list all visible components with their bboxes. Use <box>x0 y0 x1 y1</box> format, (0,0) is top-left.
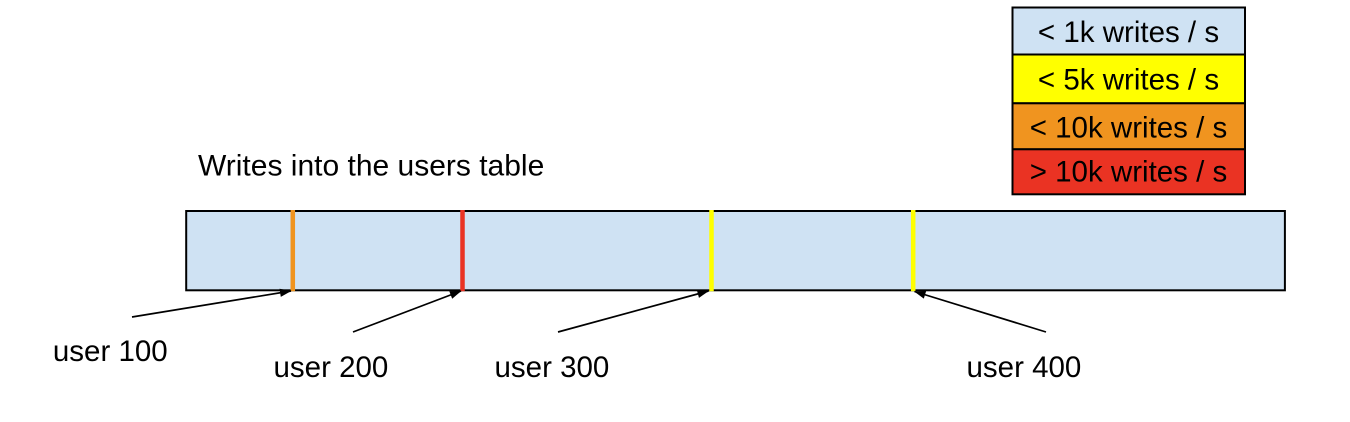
svg-text:< 5k writes / s: < 5k writes / s <box>1038 64 1219 97</box>
svg-text:user 400: user 400 <box>967 351 1082 384</box>
svg-text:< 10k writes / s: < 10k writes / s <box>1030 112 1228 145</box>
svg-text:user 200: user 200 <box>274 351 389 384</box>
svg-text:user 300: user 300 <box>495 351 610 384</box>
svg-text:> 10k writes / s: > 10k writes / s <box>1030 156 1228 189</box>
svg-text:< 1k writes / s: < 1k writes / s <box>1038 16 1219 49</box>
svg-text:Writes into the users table: Writes into the users table <box>198 150 544 183</box>
svg-text:user 100: user 100 <box>53 335 168 368</box>
